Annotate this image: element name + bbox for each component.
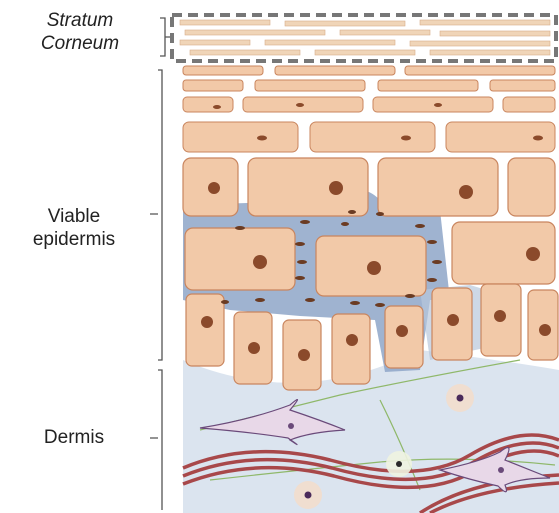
corneum-bracket [160,18,171,56]
corneocytes [180,20,550,55]
spinous-cells [183,122,555,152]
epidermis-bracket [150,70,162,360]
dermis-bracket [150,370,162,510]
layer-brackets [150,18,171,510]
granular-cells [183,66,555,112]
